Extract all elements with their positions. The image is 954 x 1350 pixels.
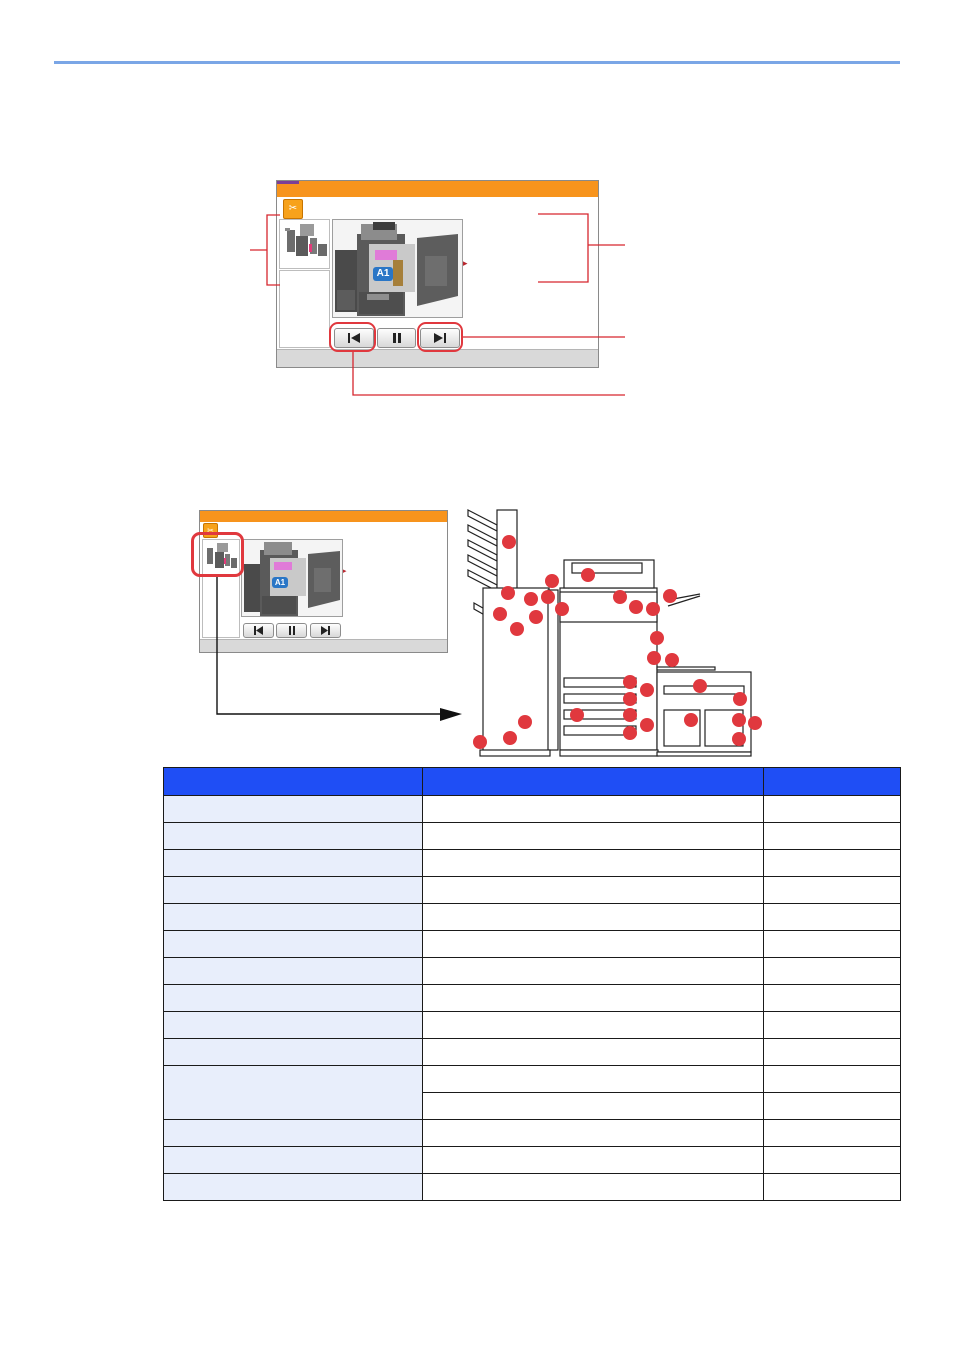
table-cell xyxy=(422,1092,764,1120)
table-row xyxy=(163,1146,901,1174)
next-button-highlight xyxy=(417,322,463,352)
column-header xyxy=(163,767,423,796)
table-cell xyxy=(763,984,901,1012)
table-row xyxy=(163,984,901,1012)
table-cell xyxy=(763,1038,901,1066)
table-row xyxy=(163,1119,901,1147)
next-step-button[interactable] xyxy=(310,623,341,638)
table-cell xyxy=(422,876,764,904)
table-cell xyxy=(163,1011,423,1039)
table-row xyxy=(163,876,901,904)
table-cell xyxy=(422,1038,764,1066)
table-cell xyxy=(763,1146,901,1174)
table-cell xyxy=(163,822,423,850)
table-cell xyxy=(422,1173,764,1201)
table-cell xyxy=(422,1146,764,1174)
table-cell xyxy=(763,930,901,958)
overview-thumbnail[interactable] xyxy=(279,219,330,269)
jam-location-badge: A1 xyxy=(373,267,393,281)
table-cell xyxy=(763,1011,901,1039)
panel-title-bar xyxy=(277,181,598,197)
table-row xyxy=(163,957,901,985)
table-cell xyxy=(163,1173,423,1201)
jam-location-table xyxy=(163,767,901,1201)
table-cell xyxy=(163,795,423,823)
table-cell xyxy=(422,1011,764,1039)
table-row xyxy=(163,849,901,877)
table-cell xyxy=(763,1065,901,1093)
skip-forward-icon xyxy=(321,626,330,635)
header-rule xyxy=(54,61,900,64)
table-row xyxy=(163,822,901,850)
next-arrow-icon: ▸ xyxy=(463,258,468,268)
table-cell xyxy=(763,957,901,985)
panel-title-bar xyxy=(200,511,447,522)
table-row xyxy=(163,1173,901,1201)
next-arrow-icon: ▸ xyxy=(343,568,347,575)
table-cell xyxy=(422,930,764,958)
table-row xyxy=(163,1065,901,1120)
jam-illustration: A1 xyxy=(241,539,343,617)
table-cell xyxy=(163,930,423,958)
previous-step-button[interactable] xyxy=(334,328,374,348)
table-row xyxy=(163,1038,901,1066)
table-cell xyxy=(422,1065,764,1093)
machine-thumbnail-icon xyxy=(285,224,327,256)
overview-thumbnail[interactable] xyxy=(202,539,240,575)
previous-step-button[interactable] xyxy=(243,623,274,638)
table-cell xyxy=(422,822,764,850)
step-thumbnail xyxy=(279,270,330,348)
pause-icon xyxy=(288,626,295,635)
table-cell xyxy=(763,1092,901,1120)
machine-thumbnail-icon xyxy=(207,543,237,568)
table-row xyxy=(163,1011,901,1039)
table-row xyxy=(164,1092,901,1120)
skip-back-icon xyxy=(254,626,263,635)
jam-illustration: A1 xyxy=(332,219,463,318)
pause-button[interactable] xyxy=(276,623,307,638)
skip-forward-icon xyxy=(434,333,446,343)
table-cell xyxy=(422,984,764,1012)
table-cell xyxy=(422,795,764,823)
table-cell xyxy=(163,1146,423,1174)
step-thumbnail xyxy=(202,575,240,638)
table-cell xyxy=(163,1065,423,1120)
table-cell xyxy=(763,903,901,931)
paper-jam-help-icon: ✂ xyxy=(283,199,303,219)
table-cell xyxy=(763,1119,901,1147)
skip-back-icon xyxy=(348,333,360,343)
table-cell xyxy=(163,984,423,1012)
top-callout-lines xyxy=(250,213,625,396)
table-cell xyxy=(163,876,423,904)
table-cell xyxy=(422,849,764,877)
panel-status-bar xyxy=(277,349,598,367)
table-cell xyxy=(763,876,901,904)
table-cell xyxy=(422,903,764,931)
pause-icon xyxy=(392,333,401,343)
table-cell xyxy=(763,795,901,823)
previous-button-highlight xyxy=(329,322,376,352)
table-cell xyxy=(163,1038,423,1066)
column-header xyxy=(422,767,764,796)
panel-status-bar xyxy=(200,639,447,652)
table-cell xyxy=(763,822,901,850)
table-cell xyxy=(763,1173,901,1201)
table-row xyxy=(163,795,901,823)
jam-location-badge: A1 xyxy=(272,577,288,588)
table-header-row xyxy=(163,767,901,796)
thumbnail-highlight xyxy=(191,532,244,577)
next-step-button[interactable] xyxy=(420,328,460,348)
column-header xyxy=(763,767,901,796)
table-cell xyxy=(163,849,423,877)
jam-location-diagram xyxy=(216,509,762,757)
table-cell xyxy=(163,957,423,985)
table-cell xyxy=(163,903,423,931)
table-cell xyxy=(763,849,901,877)
table-cell xyxy=(422,1119,764,1147)
table-row xyxy=(163,930,901,958)
table-cell xyxy=(422,957,764,985)
table-row xyxy=(163,903,901,931)
table-cell xyxy=(163,1119,423,1147)
pause-button[interactable] xyxy=(377,328,416,348)
